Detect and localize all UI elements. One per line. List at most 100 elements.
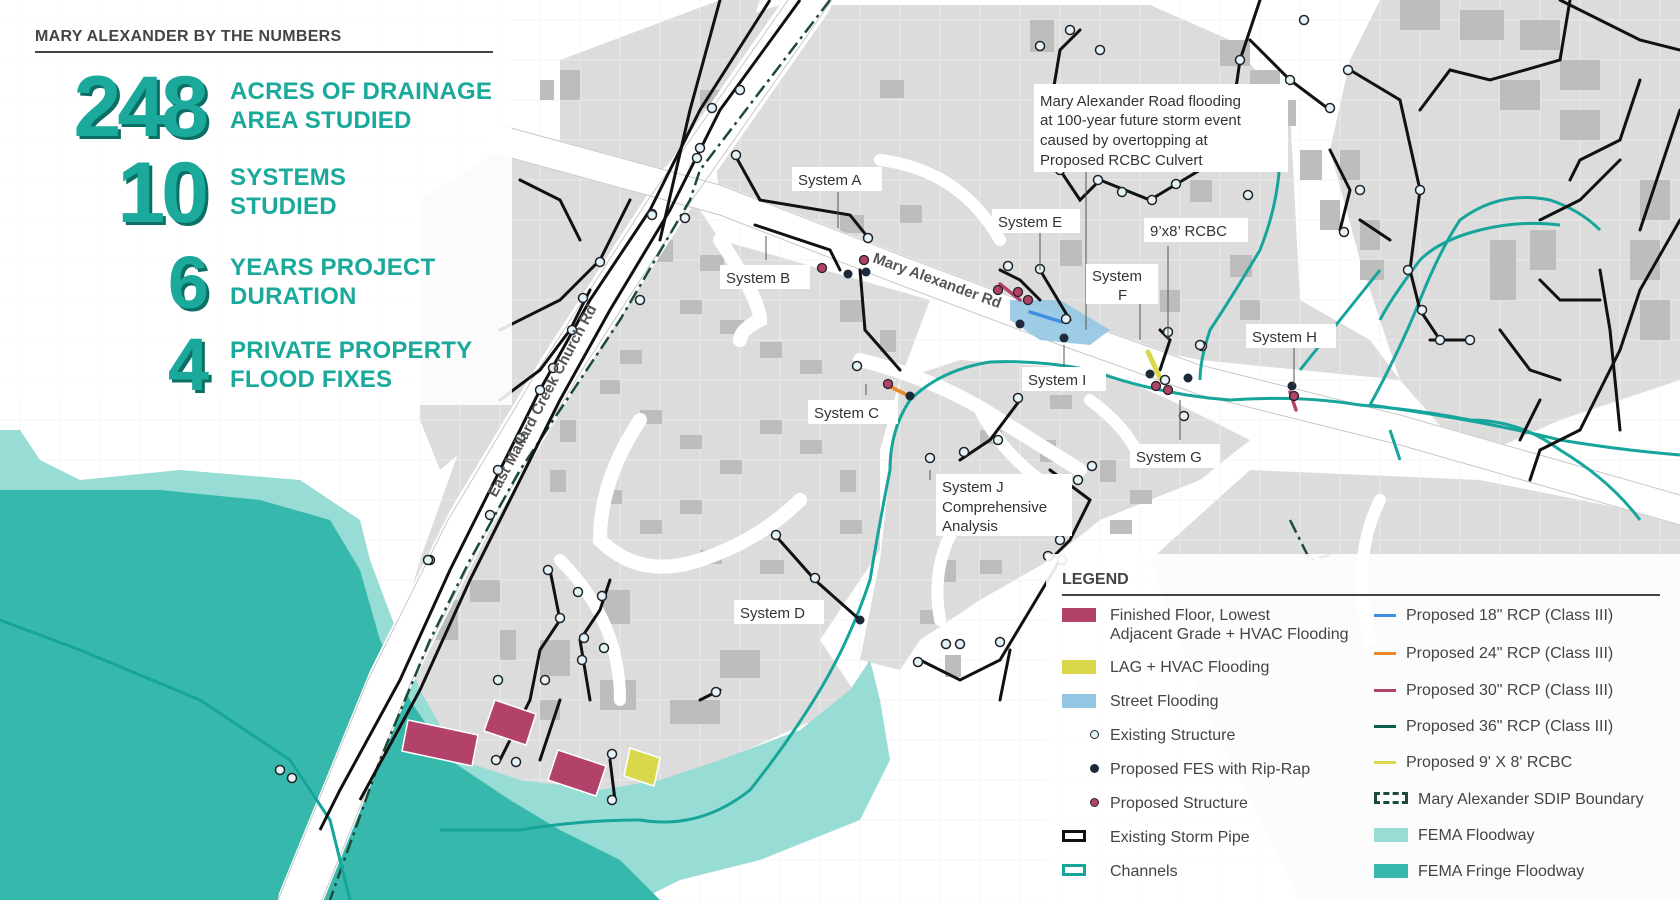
stat-systems-label-line2: STUDIED	[230, 193, 337, 220]
callout-rcbc: 9’x8’ RCBC	[1144, 218, 1248, 242]
stat-fixes-label-line2: FLOOD FIXES	[230, 366, 393, 393]
legend-label-rcp24: Proposed 24" RCP (Class III)	[1406, 645, 1614, 662]
callout-flooding-line1: Mary Alexander Road flooding	[1040, 93, 1241, 110]
flooded-structures	[401, 699, 661, 797]
label-system-j-line2: Comprehensive	[942, 499, 1047, 516]
callout-flooding-line3: caused by overtopping at	[1040, 132, 1208, 149]
stat-acres-label-line1: ACRES OF DRAINAGE	[230, 78, 493, 105]
legend-item-finished-floor: Finished Floor, Lowest Adjacent Grade + …	[1062, 606, 1349, 644]
lag-hvac-swatch	[1062, 658, 1098, 678]
legend-label-floodway: FEMA Floodway	[1418, 827, 1535, 844]
legend-item-existing-structure: Existing Structure	[1062, 726, 1235, 746]
callout-rcbc-text: 9’x8’ RCBC	[1150, 223, 1227, 240]
system-labels: System A System B System C System D Syst…	[720, 167, 1336, 624]
finished-floor-flood-1	[401, 719, 479, 767]
stat-acres-label: ACRES OF DRAINAGE AREA STUDIED	[230, 77, 510, 135]
rcp24-swatch	[1374, 644, 1398, 664]
legend-label-finished-floor-line1: Finished Floor, Lowest	[1110, 607, 1271, 624]
legend-item-rcp18: Proposed 18" RCP (Class III)	[1374, 606, 1613, 626]
proposed-fes	[843, 267, 1297, 625]
legend-item-channels: Channels	[1062, 862, 1178, 882]
stat-systems-label: SYSTEMS STUDIED	[230, 163, 510, 221]
stat-systems-value: 10	[117, 145, 209, 241]
legend-panel: LEGEND Finished Floor, Lowest Adjacent G…	[1046, 554, 1680, 900]
stats-title: MARY ALEXANDER BY THE NUMBERS	[35, 28, 342, 45]
stat-fixes-label-line1: PRIVATE PROPERTY	[230, 337, 473, 364]
label-system-e: System E	[998, 214, 1062, 231]
legend-label-existing-structure: Existing Structure	[1110, 727, 1236, 744]
label-system-a: System A	[798, 172, 861, 189]
legend-label-existing-pipe: Existing Storm Pipe	[1110, 829, 1250, 846]
finished-floor-swatch	[1062, 606, 1098, 626]
callout-flooding: Mary Alexander Road flooding at 100-year…	[1034, 84, 1288, 172]
label-system-j-line3: Analysis	[942, 518, 998, 535]
finished-floor-flood-2	[483, 699, 537, 746]
label-system-i: System I	[1028, 372, 1086, 389]
legend-item-sdip: Mary Alexander SDIP Boundary	[1374, 790, 1644, 810]
legend-item-lag-hvac: LAG + HVAC Flooding	[1062, 658, 1269, 678]
legend-item-floodway: FEMA Floodway	[1374, 826, 1534, 846]
legend-label-rcp30: Proposed 30" RCP (Class III)	[1406, 682, 1614, 699]
label-system-d: System D	[740, 605, 805, 622]
sdip-swatch	[1374, 790, 1408, 810]
existing-structures	[274, 14, 1476, 806]
legend-label-rcp36: Proposed 36" RCP (Class III)	[1406, 718, 1614, 735]
legend-label-proposed-structure: Proposed Structure	[1110, 795, 1248, 812]
stat-fixes-value: 4	[167, 323, 209, 406]
legend-label-finished-floor-line2: Adjacent Grade + HVAC Flooding	[1110, 626, 1349, 643]
label-system-f-line2: F	[1118, 287, 1127, 304]
rcp18-swatch	[1374, 606, 1398, 626]
legend-label-lag-hvac: LAG + HVAC Flooding	[1110, 659, 1270, 676]
legend-item-proposed-fes: Proposed FES with Rip-Rap	[1062, 760, 1310, 780]
floodway-swatch	[1374, 826, 1408, 846]
legend-label-street-flooding: Street Flooding	[1110, 693, 1219, 710]
legend-label-fringe: FEMA Fringe Floodway	[1418, 863, 1585, 880]
proposed-structure-symbol	[1062, 794, 1099, 814]
rcp36-swatch	[1374, 717, 1398, 737]
stat-years-label-line1: YEARS PROJECT	[230, 254, 436, 281]
legend-item-fringe: FEMA Fringe Floodway	[1374, 862, 1584, 882]
existing-structure-symbol	[1062, 726, 1099, 746]
legend-label-rcp18: Proposed 18" RCP (Class III)	[1406, 607, 1614, 624]
callout-flooding-line4: Proposed RCBC Culvert	[1040, 152, 1203, 169]
label-system-f-line1: System	[1092, 268, 1142, 285]
label-system-c: System C	[814, 405, 879, 422]
proposed-fes-symbol	[1062, 760, 1099, 780]
rcbc-swatch	[1374, 753, 1398, 773]
legend-divider	[1062, 594, 1660, 596]
label-system-j-line1: System J	[942, 479, 1004, 496]
legend-item-proposed-structure: Proposed Structure	[1062, 794, 1248, 814]
proposed-structures	[816, 254, 1300, 402]
street-flooding-swatch	[1062, 692, 1098, 712]
legend-item-rcbc: Proposed 9' X 8' RCBC	[1374, 753, 1572, 773]
channels	[0, 149, 1680, 900]
legend-item-street-flooding: Street Flooding	[1062, 692, 1219, 712]
legend-item-existing-pipe: Existing Storm Pipe	[1062, 828, 1250, 848]
stat-acres-label-line2: AREA STUDIED	[230, 107, 412, 134]
stat-acres-value: 248	[73, 59, 209, 155]
legend-title: LEGEND	[1062, 571, 1129, 588]
legend-item-rcp36: Proposed 36" RCP (Class III)	[1374, 717, 1613, 737]
stat-years-label: YEARS PROJECT DURATION	[230, 253, 510, 311]
legend-item-rcp30: Proposed 30" RCP (Class III)	[1374, 681, 1613, 701]
fema-fringe-floodway	[0, 490, 660, 900]
callout-flooding-line2: at 100-year future storm event	[1040, 112, 1242, 129]
stats-divider	[35, 51, 493, 53]
label-system-h: System H	[1252, 329, 1317, 346]
stat-fixes-label: PRIVATE PROPERTY FLOOD FIXES	[230, 336, 510, 394]
legend-item-rcp24: Proposed 24" RCP (Class III)	[1374, 644, 1613, 664]
stat-years-label-line2: DURATION	[230, 283, 357, 310]
legend-label-channels: Channels	[1110, 863, 1178, 880]
finished-floor-flood-3	[547, 749, 607, 797]
rcp30-swatch	[1374, 681, 1398, 701]
proposed-rcbc	[1145, 349, 1163, 381]
fringe-swatch	[1374, 862, 1408, 882]
proposed-18-rcp	[1028, 310, 1064, 324]
label-system-g: System G	[1136, 449, 1202, 466]
legend-label-sdip: Mary Alexander SDIP Boundary	[1418, 791, 1644, 808]
stat-years-value: 6	[167, 241, 209, 324]
legend-label-rcbc: Proposed 9' X 8' RCBC	[1406, 754, 1573, 771]
legend-label-proposed-fes: Proposed FES with Rip-Rap	[1110, 761, 1311, 778]
channels-swatch	[1062, 862, 1098, 882]
legend-label-finished-floor: Finished Floor, Lowest Adjacent Grade + …	[1110, 606, 1349, 644]
